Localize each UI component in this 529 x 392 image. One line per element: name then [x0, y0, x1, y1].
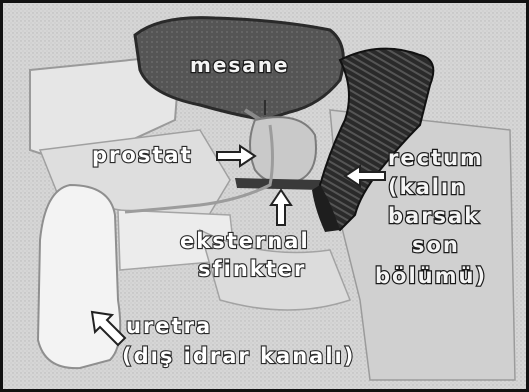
label-uretra: uretra	[126, 314, 212, 338]
prostate	[250, 117, 316, 183]
label-son: son	[412, 233, 460, 257]
label-dis-idrar: (dış idrar kanalı)	[122, 344, 355, 368]
label-kalin: (kalın	[388, 175, 467, 199]
external-sphincter	[235, 178, 322, 190]
label-mesane: mesane	[190, 53, 290, 77]
penis	[38, 185, 120, 368]
label-eksternal: eksternal	[180, 229, 310, 253]
label-prostat: prostat	[92, 143, 193, 167]
label-rectum: rectum	[388, 146, 484, 170]
label-bolumu: bölümü)	[375, 264, 487, 288]
label-barsak: barsak	[388, 204, 480, 228]
label-sfinkter: sfinkter	[198, 257, 306, 281]
